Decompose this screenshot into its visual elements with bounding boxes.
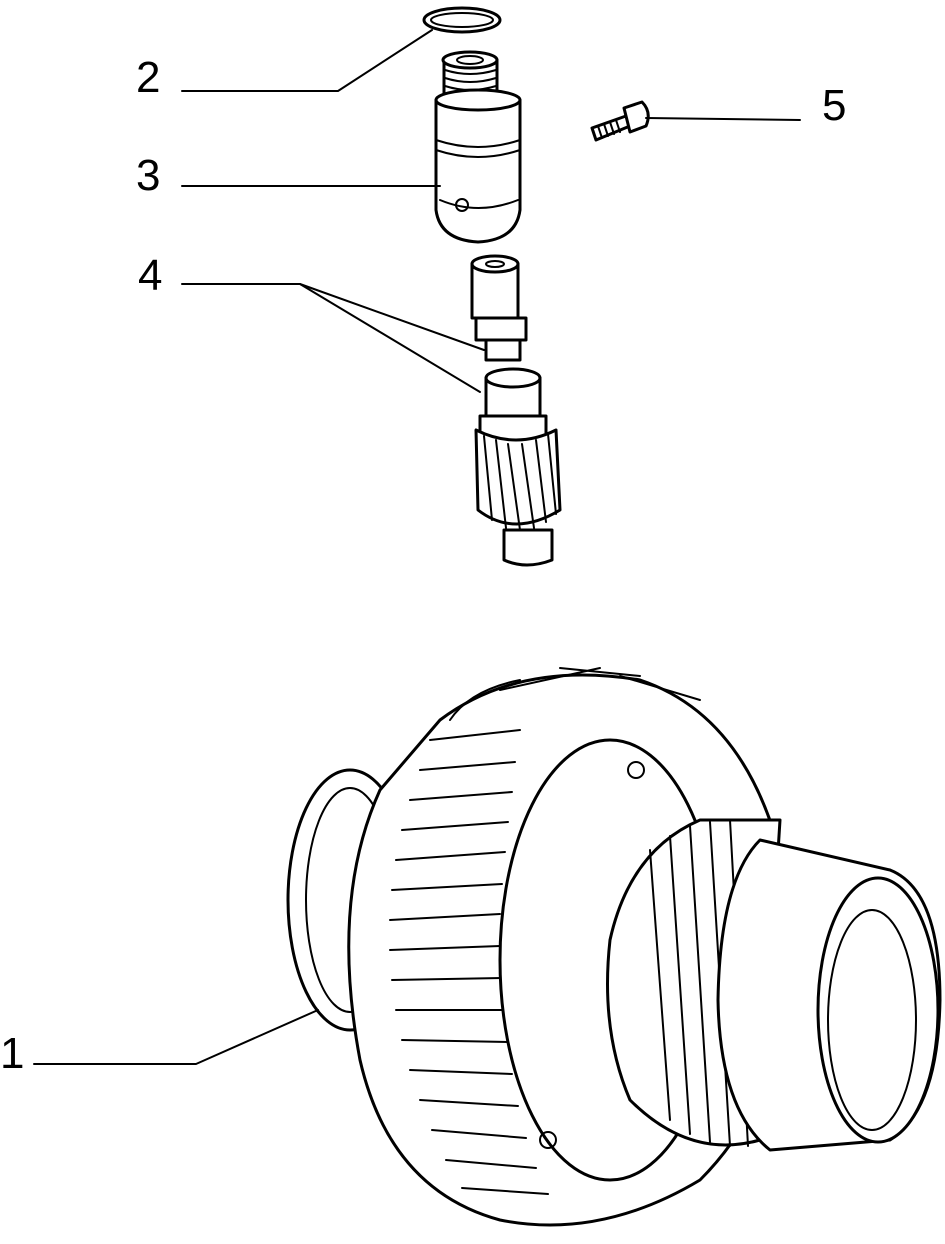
callout-3: 3 xyxy=(136,151,161,200)
callout-2: 2 xyxy=(136,53,161,102)
part-4-pinion-gear xyxy=(474,367,562,567)
callout-1: 1 xyxy=(0,1029,25,1078)
part-4-shaft-upper xyxy=(470,254,528,362)
leader-line-4b xyxy=(299,283,481,393)
part-1-differential-gear xyxy=(286,667,942,1227)
leader-line-5 xyxy=(645,117,801,121)
leader-line-4 xyxy=(181,283,485,351)
leader-lines xyxy=(33,29,801,1065)
callout-5: 5 xyxy=(822,81,847,130)
leader-line-1 xyxy=(33,1009,319,1065)
part-3-sleeve xyxy=(434,50,522,244)
leader-line-2 xyxy=(181,29,433,92)
callout-4: 4 xyxy=(138,251,163,300)
part-2-o-ring xyxy=(422,6,502,34)
part-5-screw xyxy=(590,100,650,142)
